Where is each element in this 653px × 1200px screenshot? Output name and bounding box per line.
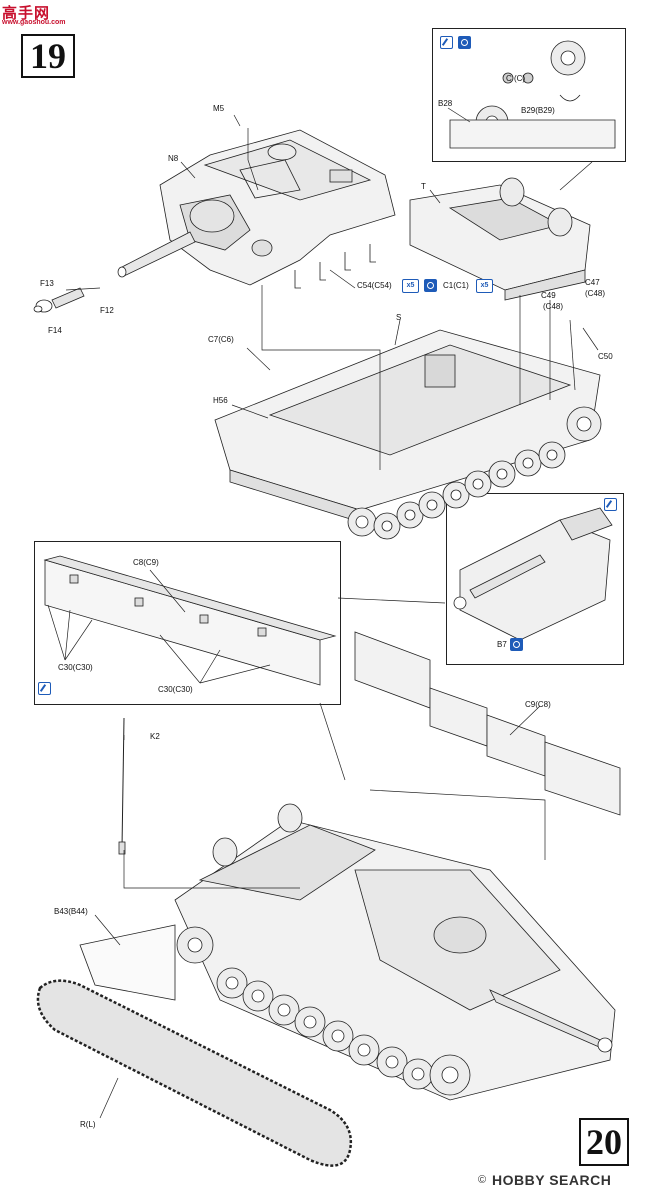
label-c1: C1(C1) <box>443 281 469 290</box>
hull-lower <box>214 329 601 523</box>
quantity-x5-badge-2: x5 <box>476 279 493 293</box>
paint-brush-icon-2 <box>604 498 617 511</box>
label-f14: F14 <box>48 326 62 335</box>
label-c9c8: C9(C8) <box>525 700 551 709</box>
label-c8c9: C8(C9) <box>133 558 159 567</box>
watermark-brand: HOBBY SEARCH <box>492 1172 612 1188</box>
step-20-text: 20 <box>586 1122 622 1162</box>
cement-icon <box>424 279 437 292</box>
paint-brush-icon <box>440 36 453 49</box>
c54-brackets <box>294 244 376 289</box>
label-c50: C50 <box>598 352 613 361</box>
watermark-copyright: © <box>478 1174 487 1186</box>
label-f13: F13 <box>40 279 54 288</box>
step-number-19: 19 <box>21 34 75 78</box>
label-f12: F12 <box>100 306 114 315</box>
quantity-x5-badge: x5 <box>402 279 419 293</box>
label-b7: B7 <box>497 640 507 649</box>
side-skirt-panels <box>354 631 621 816</box>
label-t: T <box>421 182 426 191</box>
vehicle-roadwheels <box>216 967 471 1096</box>
label-k2: K2 <box>150 732 160 741</box>
label-c7: C7(C6) <box>208 335 234 344</box>
label-c54: C54(C54) <box>357 281 392 290</box>
muzzle-parts <box>33 287 85 313</box>
label-c48b: (C48) <box>543 302 564 311</box>
label-c49: C49 <box>541 291 556 300</box>
label-b43: B43(B44) <box>54 907 88 916</box>
watermark-url: www.gaoshou.com <box>2 19 66 26</box>
watermark-logo: 高手网 www.gaoshou.com <box>2 2 72 30</box>
watermark-hobby-search: © HOBBY SEARCH <box>478 1172 648 1192</box>
cement-icon-2 <box>458 36 471 49</box>
label-b29: B29(B29) <box>521 106 555 115</box>
label-c30b: C30(C30) <box>158 685 193 694</box>
label-c48: (C48) <box>585 289 606 298</box>
watermark-logo-text: 高手网 <box>2 5 51 22</box>
vehicle-step20 <box>174 803 616 1101</box>
label-c47: C47 <box>585 278 600 287</box>
label-rl: R(L) <box>80 1120 96 1129</box>
inset-roadwheel-drawing <box>449 40 616 149</box>
inset-skirt-drawing <box>43 555 337 686</box>
step-19-text: 19 <box>30 36 66 76</box>
hull-roadwheels <box>347 406 602 540</box>
track-rl <box>36 979 353 1167</box>
label-b28: B28 <box>438 99 453 108</box>
engine-deck-t <box>409 177 591 301</box>
label-h56: H56 <box>213 396 228 405</box>
step-number-20: 20 <box>579 1118 629 1166</box>
gun-barrel-upper <box>117 231 196 278</box>
label-m5: M5 <box>213 104 225 113</box>
superstructure-n8 <box>159 129 396 286</box>
label-s: S <box>396 313 402 322</box>
label-cc: C (C) <box>506 74 526 83</box>
cement-icon-3 <box>510 638 523 651</box>
label-c30a: C30(C30) <box>58 663 93 672</box>
inset-gun-drawing <box>453 507 613 641</box>
paint-brush-icon-3 <box>38 682 51 695</box>
label-n8: N8 <box>168 154 179 163</box>
b43-callout-shape <box>79 924 176 1001</box>
